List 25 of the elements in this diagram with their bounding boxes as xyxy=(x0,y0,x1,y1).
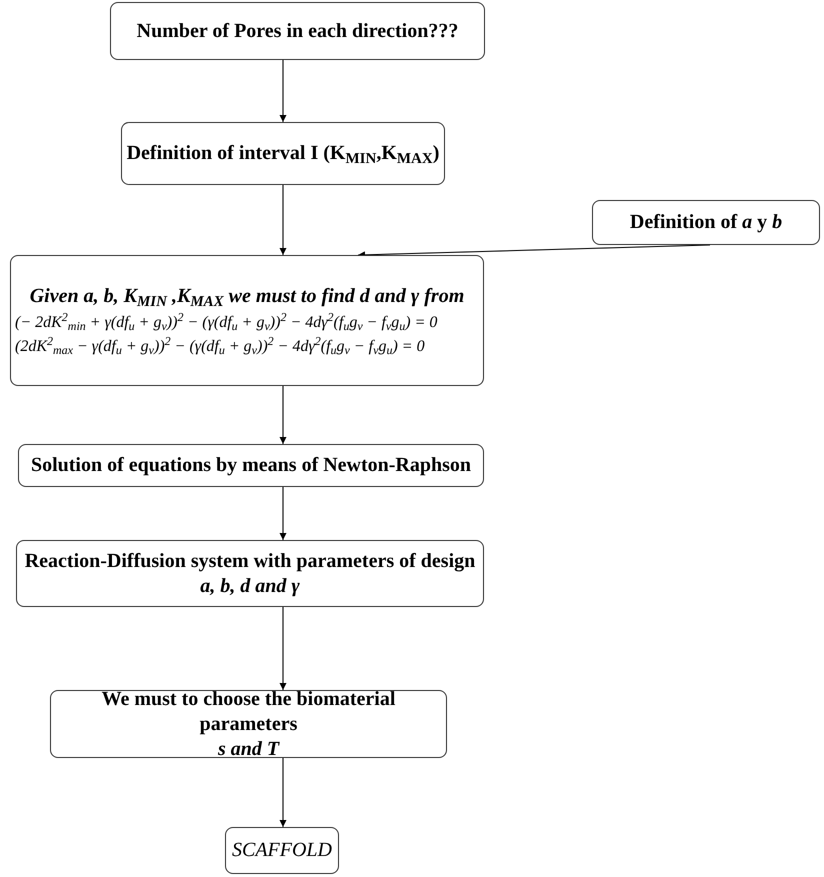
node-label: a, b, d and γ xyxy=(200,574,300,598)
arrow xyxy=(280,606,286,690)
process-box xyxy=(592,200,820,245)
node-label: Solution of equations by means of Newton-Raphson xyxy=(30,453,472,478)
process-box xyxy=(121,122,445,185)
equation-text: (− 2dK$^{2}$$_{min}$ + γ(df$_{u}$ + g$_{v}$))$^{2}$ − (γ(df$_{u}$ + g$_{v}$))$^{2}$ − 4dγ$^{2}$(f$_{u}$g$_{v}$ − f$_{v}$g$_{u}$) = 0 xyxy=(15,313,438,333)
node-label: s and T xyxy=(218,736,280,762)
node-label: Definition of interval I (K$_{MIN}$,K$_{MAX}$) xyxy=(126,141,440,166)
equation-text: (2dK$^{2}$$_{max}$ − γ(df$_{u}$ + g$_{v}$))$^{2}$ − (γ(df$_{u}$ + g$_{v}$))$^{2}$ − 4dγ$^{2}$(f$_{u}$g$_{v}$ − f$_{v}$g$_{u}$) = 0 xyxy=(15,337,425,357)
node-label: Number of Pores in each direction??? xyxy=(136,18,458,44)
process-box xyxy=(16,540,484,607)
process-box xyxy=(225,827,339,874)
arrow xyxy=(280,386,286,444)
arrow xyxy=(280,184,286,256)
process-box xyxy=(110,2,485,60)
arrow xyxy=(280,486,286,540)
arrow xyxy=(280,758,286,828)
node-label: Given a, b, K$_{MIN}$ ,K$_{MAX}$ we must to find d and γ from xyxy=(30,284,464,309)
node-label: SCAFFOLD xyxy=(232,838,332,863)
process-box xyxy=(18,444,484,487)
node-label: Definition of a y b xyxy=(630,210,782,235)
arrow xyxy=(280,60,286,122)
process-box xyxy=(50,690,447,758)
node-label: Reaction-Diffusion system with parameters of design xyxy=(24,548,476,574)
process-box xyxy=(10,255,484,386)
